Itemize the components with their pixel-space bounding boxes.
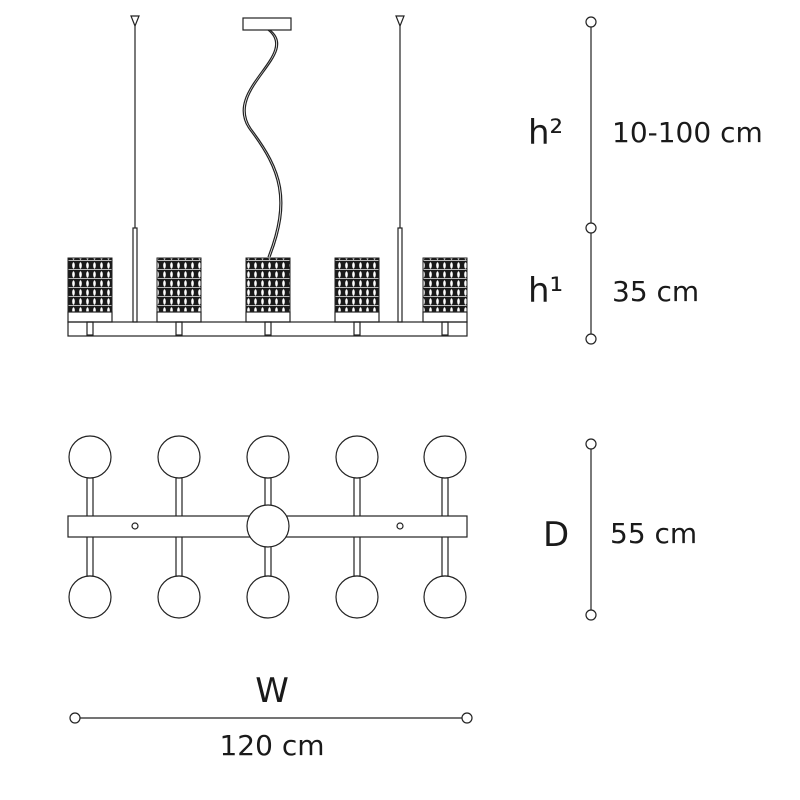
- top-view: [67, 435, 468, 619]
- center-canopy-top: [246, 504, 290, 548]
- suspension-rod: [397, 227, 403, 323]
- shade-top-view: [246, 575, 290, 619]
- suspension-rod: [132, 227, 138, 323]
- h2-value: 10-100 cm: [612, 116, 763, 149]
- lamp-shade: [245, 257, 291, 336]
- dimension-endpoint: [69, 712, 81, 724]
- h2-label: h²: [528, 113, 563, 153]
- wire-clamp-icon: [130, 15, 140, 28]
- shade-top-view: [335, 575, 379, 619]
- shade-base: [67, 311, 113, 323]
- dimension-endpoint: [461, 712, 473, 724]
- shade-top-view: [423, 435, 467, 479]
- shade-base: [156, 311, 202, 323]
- lamp-shade: [156, 257, 202, 336]
- dimension-endpoint: [585, 16, 597, 28]
- shade-top-view: [68, 435, 112, 479]
- lamp-shade: [334, 257, 380, 336]
- shade-top-view: [157, 575, 201, 619]
- shade-base: [245, 311, 291, 323]
- power-cable-outline: [244, 29, 283, 258]
- shade-top-view: [68, 575, 112, 619]
- shade-pattern: [422, 257, 468, 313]
- mount-hole: [396, 522, 404, 530]
- height-dimension: h² 10-100 cm h¹ 35 cm: [528, 16, 763, 345]
- suspension-right: [395, 15, 405, 323]
- shade-base: [334, 311, 380, 323]
- shade-pattern: [334, 257, 380, 313]
- width-value: 120 cm: [219, 729, 324, 762]
- width-label: W: [255, 671, 289, 711]
- mount-hole: [131, 522, 139, 530]
- shade-connector: [175, 321, 183, 336]
- shade-top-view: [246, 435, 290, 479]
- main-bar-side: [67, 321, 468, 337]
- depth-label: D: [543, 515, 569, 555]
- suspension-left: [130, 15, 140, 323]
- depth-dimension: D 55 cm: [543, 438, 697, 621]
- shade-top-view: [335, 435, 379, 479]
- wire-clamp-icon: [395, 15, 405, 28]
- dimension-endpoint: [585, 438, 597, 450]
- h1-label: h¹: [528, 271, 563, 311]
- dimension-endpoint: [585, 222, 597, 234]
- power-cable: [242, 29, 281, 258]
- shade-connector: [353, 321, 361, 336]
- h1-value: 35 cm: [612, 275, 699, 308]
- shade-connector: [441, 321, 449, 336]
- depth-value: 55 cm: [610, 517, 697, 550]
- ceiling-canopy: [242, 17, 292, 31]
- shade-connector: [264, 321, 272, 336]
- shade-pattern: [156, 257, 202, 313]
- width-dimension: W 120 cm: [69, 671, 473, 762]
- shade-base: [422, 311, 468, 323]
- dimension-endpoint: [585, 333, 597, 345]
- shade-top-view: [423, 575, 467, 619]
- shade-top-view: [157, 435, 201, 479]
- shade-pattern: [245, 257, 291, 313]
- lamp-shade: [67, 257, 113, 336]
- dimension-endpoint: [585, 609, 597, 621]
- lamp-shade: [422, 257, 468, 336]
- shade-connector: [86, 321, 94, 336]
- shade-pattern: [67, 257, 113, 313]
- side-view: [67, 15, 468, 337]
